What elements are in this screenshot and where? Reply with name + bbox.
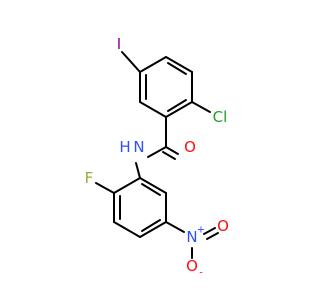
bond (139, 101, 167, 118)
bond (95, 182, 115, 194)
atom-nitro-oxygen-single: O (186, 257, 198, 275)
bond (203, 227, 216, 235)
bond (167, 62, 187, 75)
bond (141, 219, 161, 232)
atom-carbonyl-oxygen: O (184, 138, 196, 156)
bond (165, 221, 185, 233)
atom-nitro-nitrogen: N (186, 228, 197, 246)
bond (167, 99, 187, 112)
bond (165, 101, 193, 118)
ring-a (139, 56, 193, 118)
bond (139, 221, 167, 238)
bond (139, 177, 167, 194)
bond (147, 146, 167, 158)
atom-iodine: I (117, 35, 121, 53)
atom-amide-hydrogen: H (119, 138, 130, 156)
bond (113, 177, 141, 194)
atom-nitro-oxygen-double: O (217, 217, 229, 235)
nitro-plus-charge: + (197, 225, 205, 236)
molecule-structure: I Cl N H O F N + O O - (85, 35, 229, 279)
bond (135, 162, 141, 179)
atom-chlorine: Cl (213, 108, 228, 126)
bond (139, 56, 167, 73)
nitro-minus-charge: - (199, 268, 203, 279)
atom-fluorine: F (85, 169, 94, 187)
bond (141, 183, 161, 196)
bond (113, 221, 141, 238)
bond (191, 101, 211, 113)
bond (165, 146, 179, 155)
atom-amide-nitrogen: N (133, 138, 144, 156)
bond (165, 56, 193, 73)
ring-b (113, 177, 167, 238)
bond (206, 232, 219, 240)
bond (162, 151, 176, 160)
bond (121, 51, 141, 73)
